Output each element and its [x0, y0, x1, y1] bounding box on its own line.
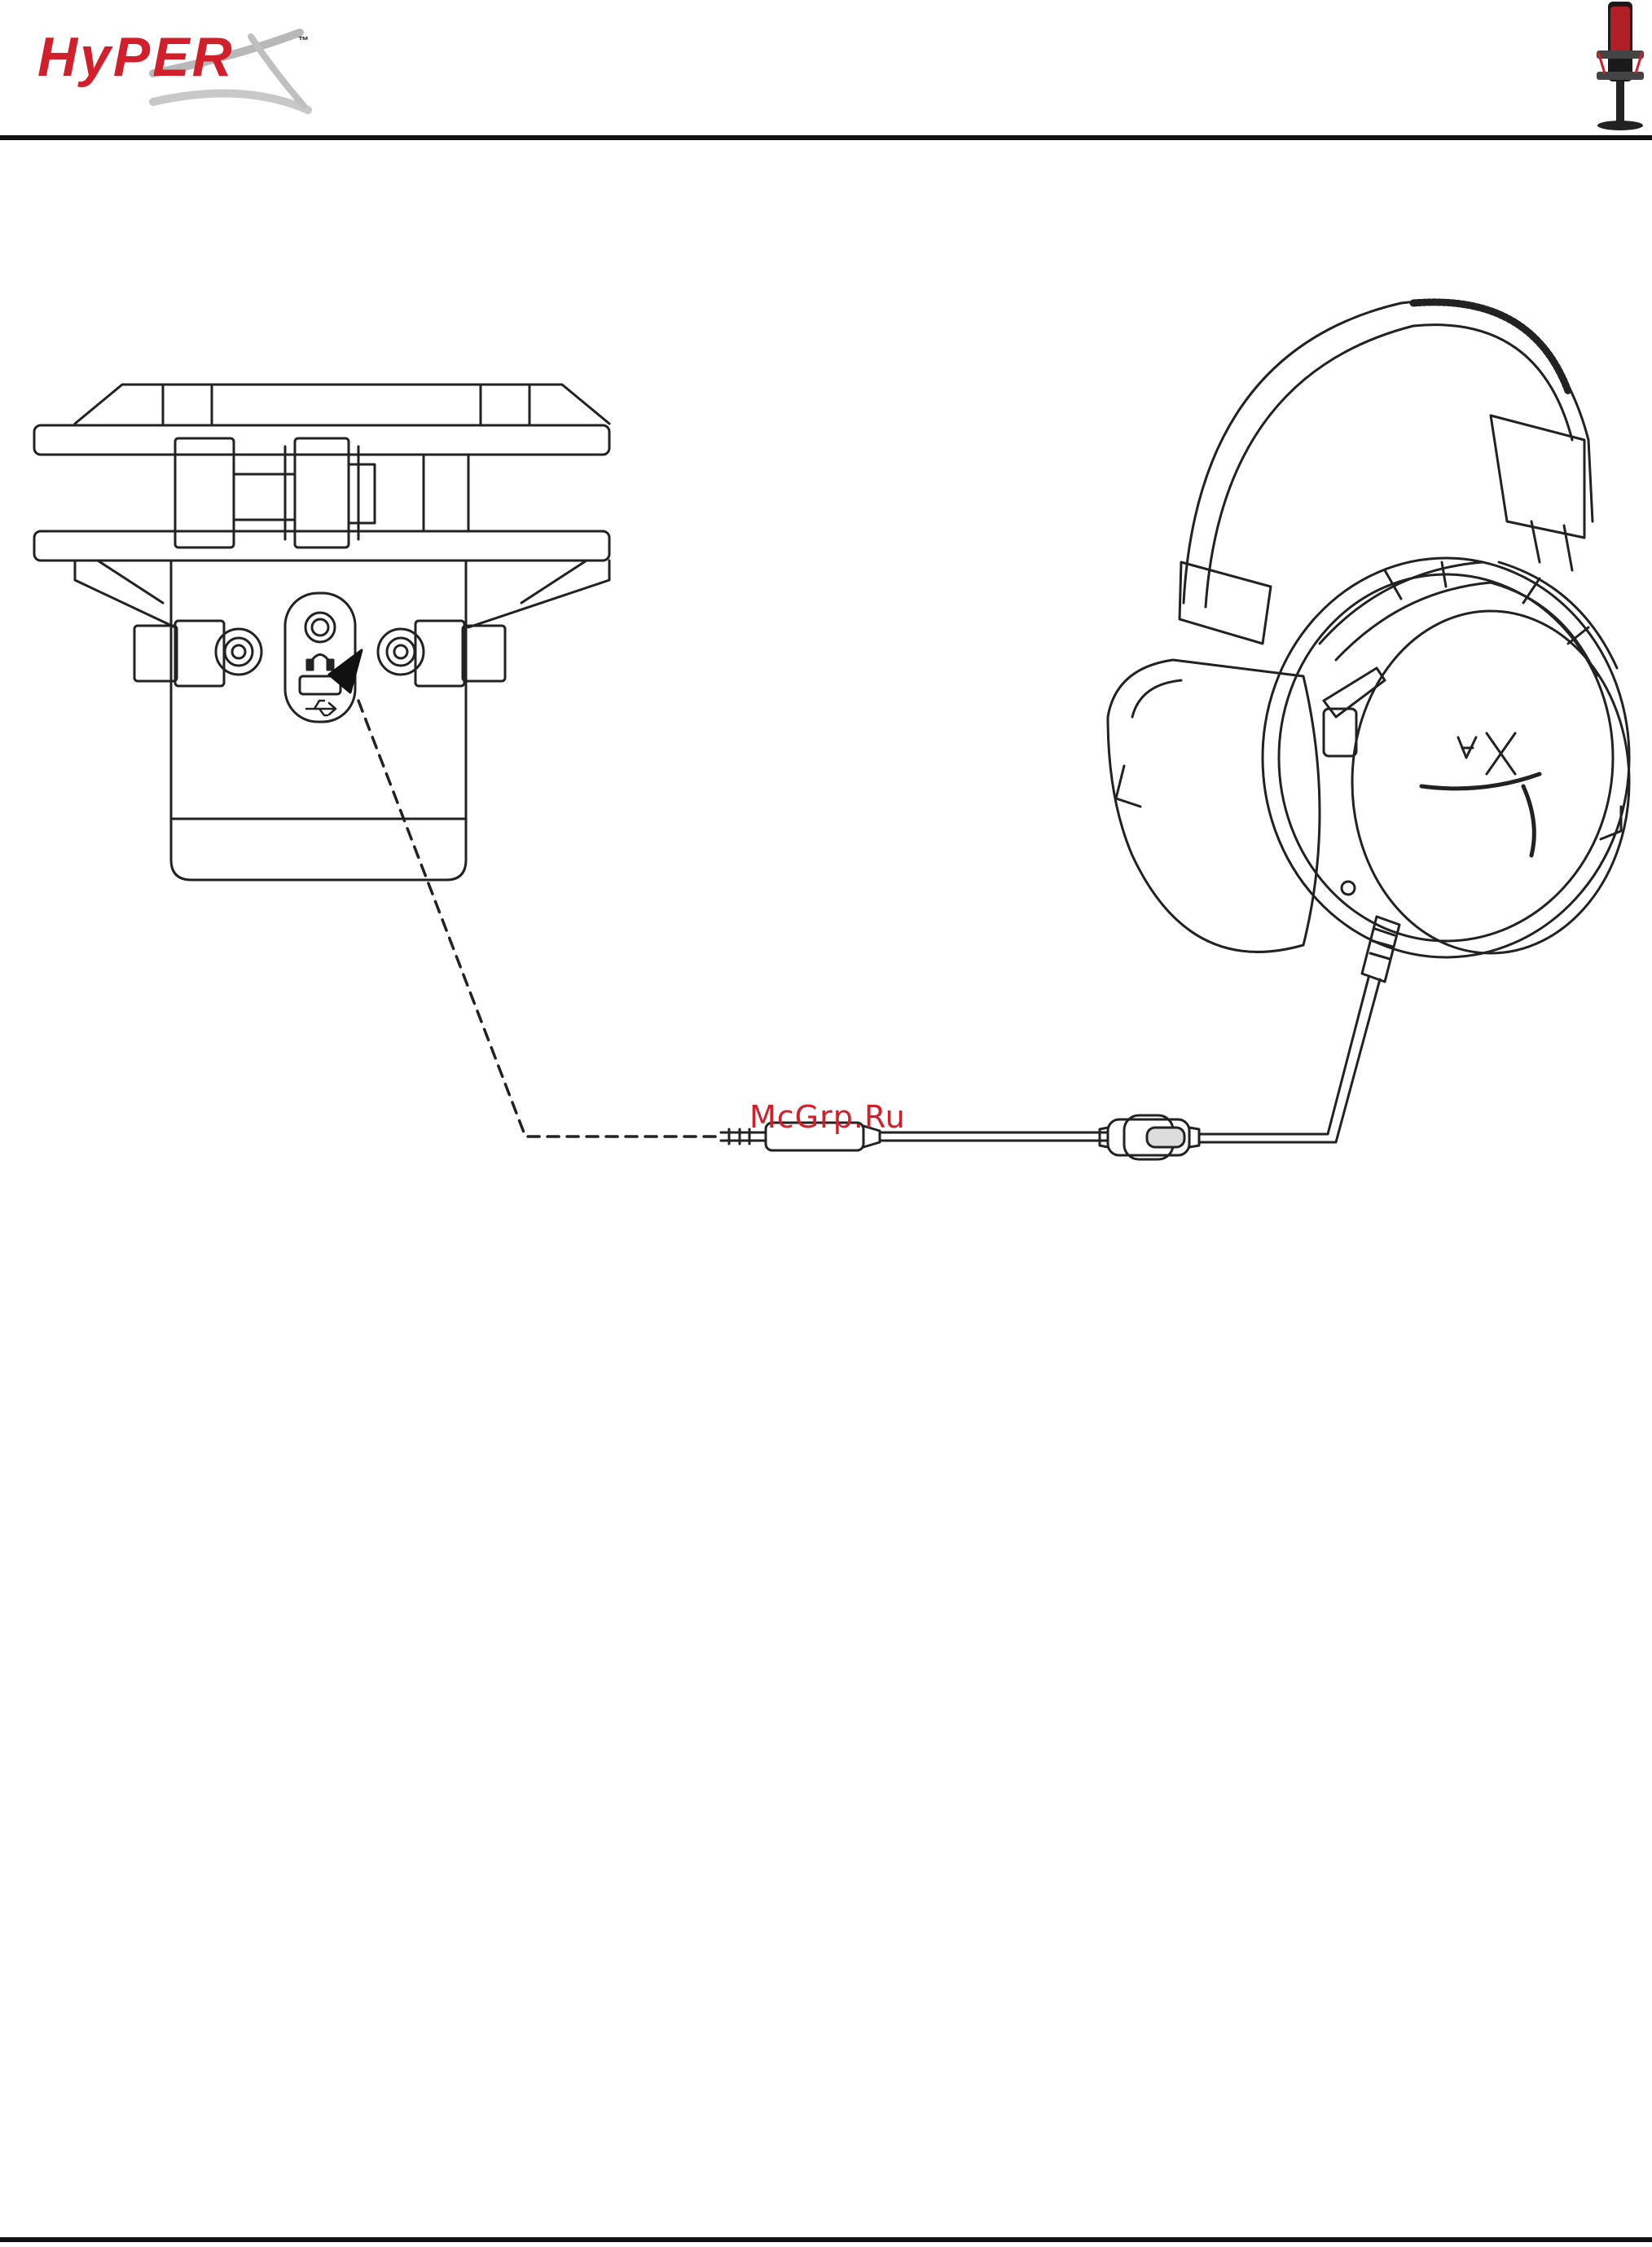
- page-header: HyPER ™: [0, 0, 1652, 140]
- headphone-jack-icon: [305, 613, 335, 642]
- microphone-shock-mount: [34, 385, 609, 880]
- header-divider: [0, 135, 1652, 140]
- footer-divider: [0, 2237, 1652, 2242]
- microphone-icon: [1588, 0, 1652, 132]
- inline-volume-controller: [1100, 1115, 1199, 1159]
- watermark-text: McGrp.Ru: [749, 1102, 906, 1132]
- trademark-mark: ™: [298, 34, 309, 46]
- connection-illustration: [0, 277, 1652, 1238]
- gaming-headset: [1108, 301, 1629, 982]
- brand-wordmark: HyPER: [37, 29, 235, 85]
- arrow-head: [329, 650, 362, 693]
- dashed-connection-line: [358, 701, 721, 1137]
- hyperx-logo-icon: [1421, 733, 1540, 855]
- headphone-icon: [307, 655, 333, 671]
- usb-icon: [306, 701, 336, 715]
- hyperx-logo: HyPER ™: [31, 24, 316, 118]
